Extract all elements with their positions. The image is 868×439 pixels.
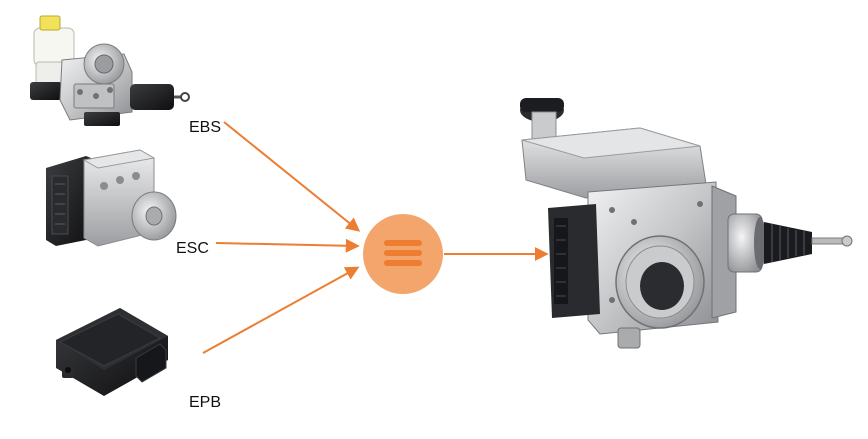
arrow-epb-to-hub (202, 266, 360, 354)
epb-label: EPB (189, 394, 222, 411)
arrow-esc-to-hub (215, 238, 360, 253)
ebs-brake-module-icon (30, 15, 190, 126)
integrated-brake-system-icon (520, 98, 853, 349)
esc-abs-module-icon (46, 149, 177, 247)
integrated-brake-hub-icon (363, 214, 443, 294)
input-arrows (202, 121, 549, 354)
arrow-ebs-to-hub (223, 121, 361, 232)
epb-control-unit-icon (56, 308, 168, 396)
ebs-label: EBS (189, 119, 222, 136)
esc-label: ESC (176, 240, 209, 257)
